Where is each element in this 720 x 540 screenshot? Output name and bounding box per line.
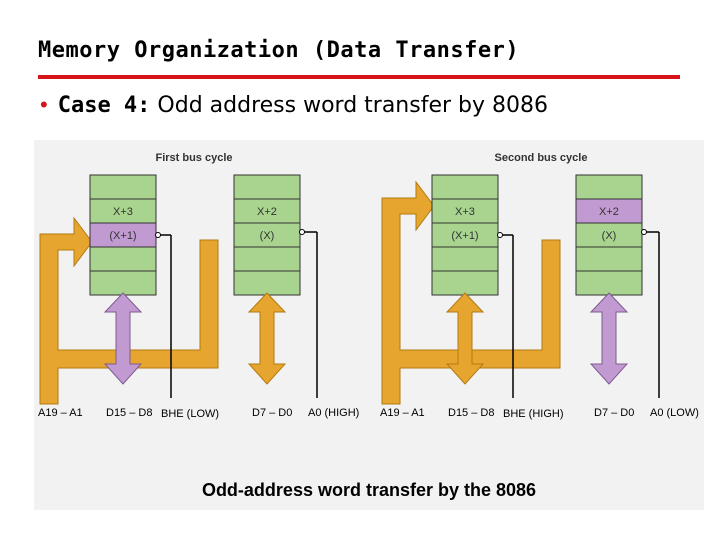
bank-cell	[89, 270, 157, 296]
slide-title: Memory Organization (Data Transfer)	[38, 38, 520, 63]
bank-cell	[431, 222, 499, 248]
a0-label: A0 (LOW)	[650, 407, 699, 419]
cell-label: (X)	[602, 230, 617, 242]
second-cycle-heading: Second bus cycle	[495, 152, 588, 164]
bank-cell	[89, 246, 157, 272]
bank-cell	[233, 270, 301, 296]
bhe-label: BHE (HIGH)	[503, 408, 564, 420]
bank-cell	[575, 174, 643, 200]
cell-label: (X)	[260, 230, 275, 242]
bank-cell	[575, 246, 643, 272]
bank-cell	[233, 246, 301, 272]
cell-label: (X+1)	[109, 230, 136, 242]
cell-label: X+3	[455, 206, 475, 218]
bank-cell	[89, 198, 157, 224]
data-low-label: D7 – D0	[594, 407, 634, 419]
a0-label: A0 (HIGH)	[308, 407, 359, 419]
bank-cell	[233, 222, 301, 248]
case-bullet: • Case 4: Odd address word transfer by 80…	[40, 92, 548, 118]
address-bus-label: A19 – A1	[38, 407, 83, 419]
selected-bank-cell	[89, 222, 157, 248]
title-underline	[38, 75, 680, 79]
low-memory-bank: X+2 (X)	[575, 174, 643, 296]
bank-cell	[575, 222, 643, 248]
bank-cell	[233, 198, 301, 224]
data-bus-low-arrow	[247, 292, 287, 385]
bank-cell	[431, 174, 499, 200]
bus-cycle-diagram: First bus cycle X+3 (X+1) X+2 (X)	[34, 140, 704, 510]
a0-inverter-bubble	[299, 229, 305, 235]
bank-cell	[431, 198, 499, 224]
a0-inverter-bubble	[641, 229, 647, 235]
low-memory-bank: X+2 (X)	[233, 174, 301, 296]
data-low-label: D7 – D0	[252, 407, 292, 419]
bank-cell	[431, 270, 499, 296]
cell-label: X+3	[113, 206, 133, 218]
bullet-dot-icon: •	[40, 92, 48, 117]
bank-cell	[233, 174, 301, 200]
bank-cell	[431, 246, 499, 272]
diagram-caption: Odd-address word transfer by the 8086	[202, 480, 536, 500]
data-bus-high-arrow	[445, 292, 485, 385]
data-bus-high-arrow	[103, 292, 143, 385]
data-high-label: D15 – D8	[448, 407, 494, 419]
first-bus-cycle: First bus cycle X+3 (X+1) X+2 (X)	[38, 152, 359, 420]
bhe-inverter-bubble	[155, 232, 161, 238]
high-memory-bank: X+3 (X+1)	[89, 174, 157, 296]
data-high-label: D15 – D8	[106, 407, 152, 419]
cell-label: X+2	[599, 206, 619, 218]
bullet-text: Odd address word transfer by 8086	[150, 93, 548, 118]
first-cycle-heading: First bus cycle	[155, 152, 232, 164]
bank-cell	[575, 270, 643, 296]
bullet-bold-label: Case 4:	[57, 93, 151, 118]
selected-bank-cell	[575, 198, 643, 224]
bhe-inverter-bubble	[497, 232, 503, 238]
cell-label: X+2	[257, 206, 277, 218]
bhe-label: BHE (LOW)	[161, 408, 219, 420]
cell-label: (X+1)	[451, 230, 478, 242]
bank-cell	[89, 174, 157, 200]
data-bus-low-arrow	[589, 292, 629, 385]
address-bus-label: A19 – A1	[380, 407, 425, 419]
high-memory-bank: X+3 (X+1)	[431, 174, 499, 296]
second-bus-cycle: Second bus cycle X+3 (X+1) X+2 (X)	[380, 152, 699, 420]
